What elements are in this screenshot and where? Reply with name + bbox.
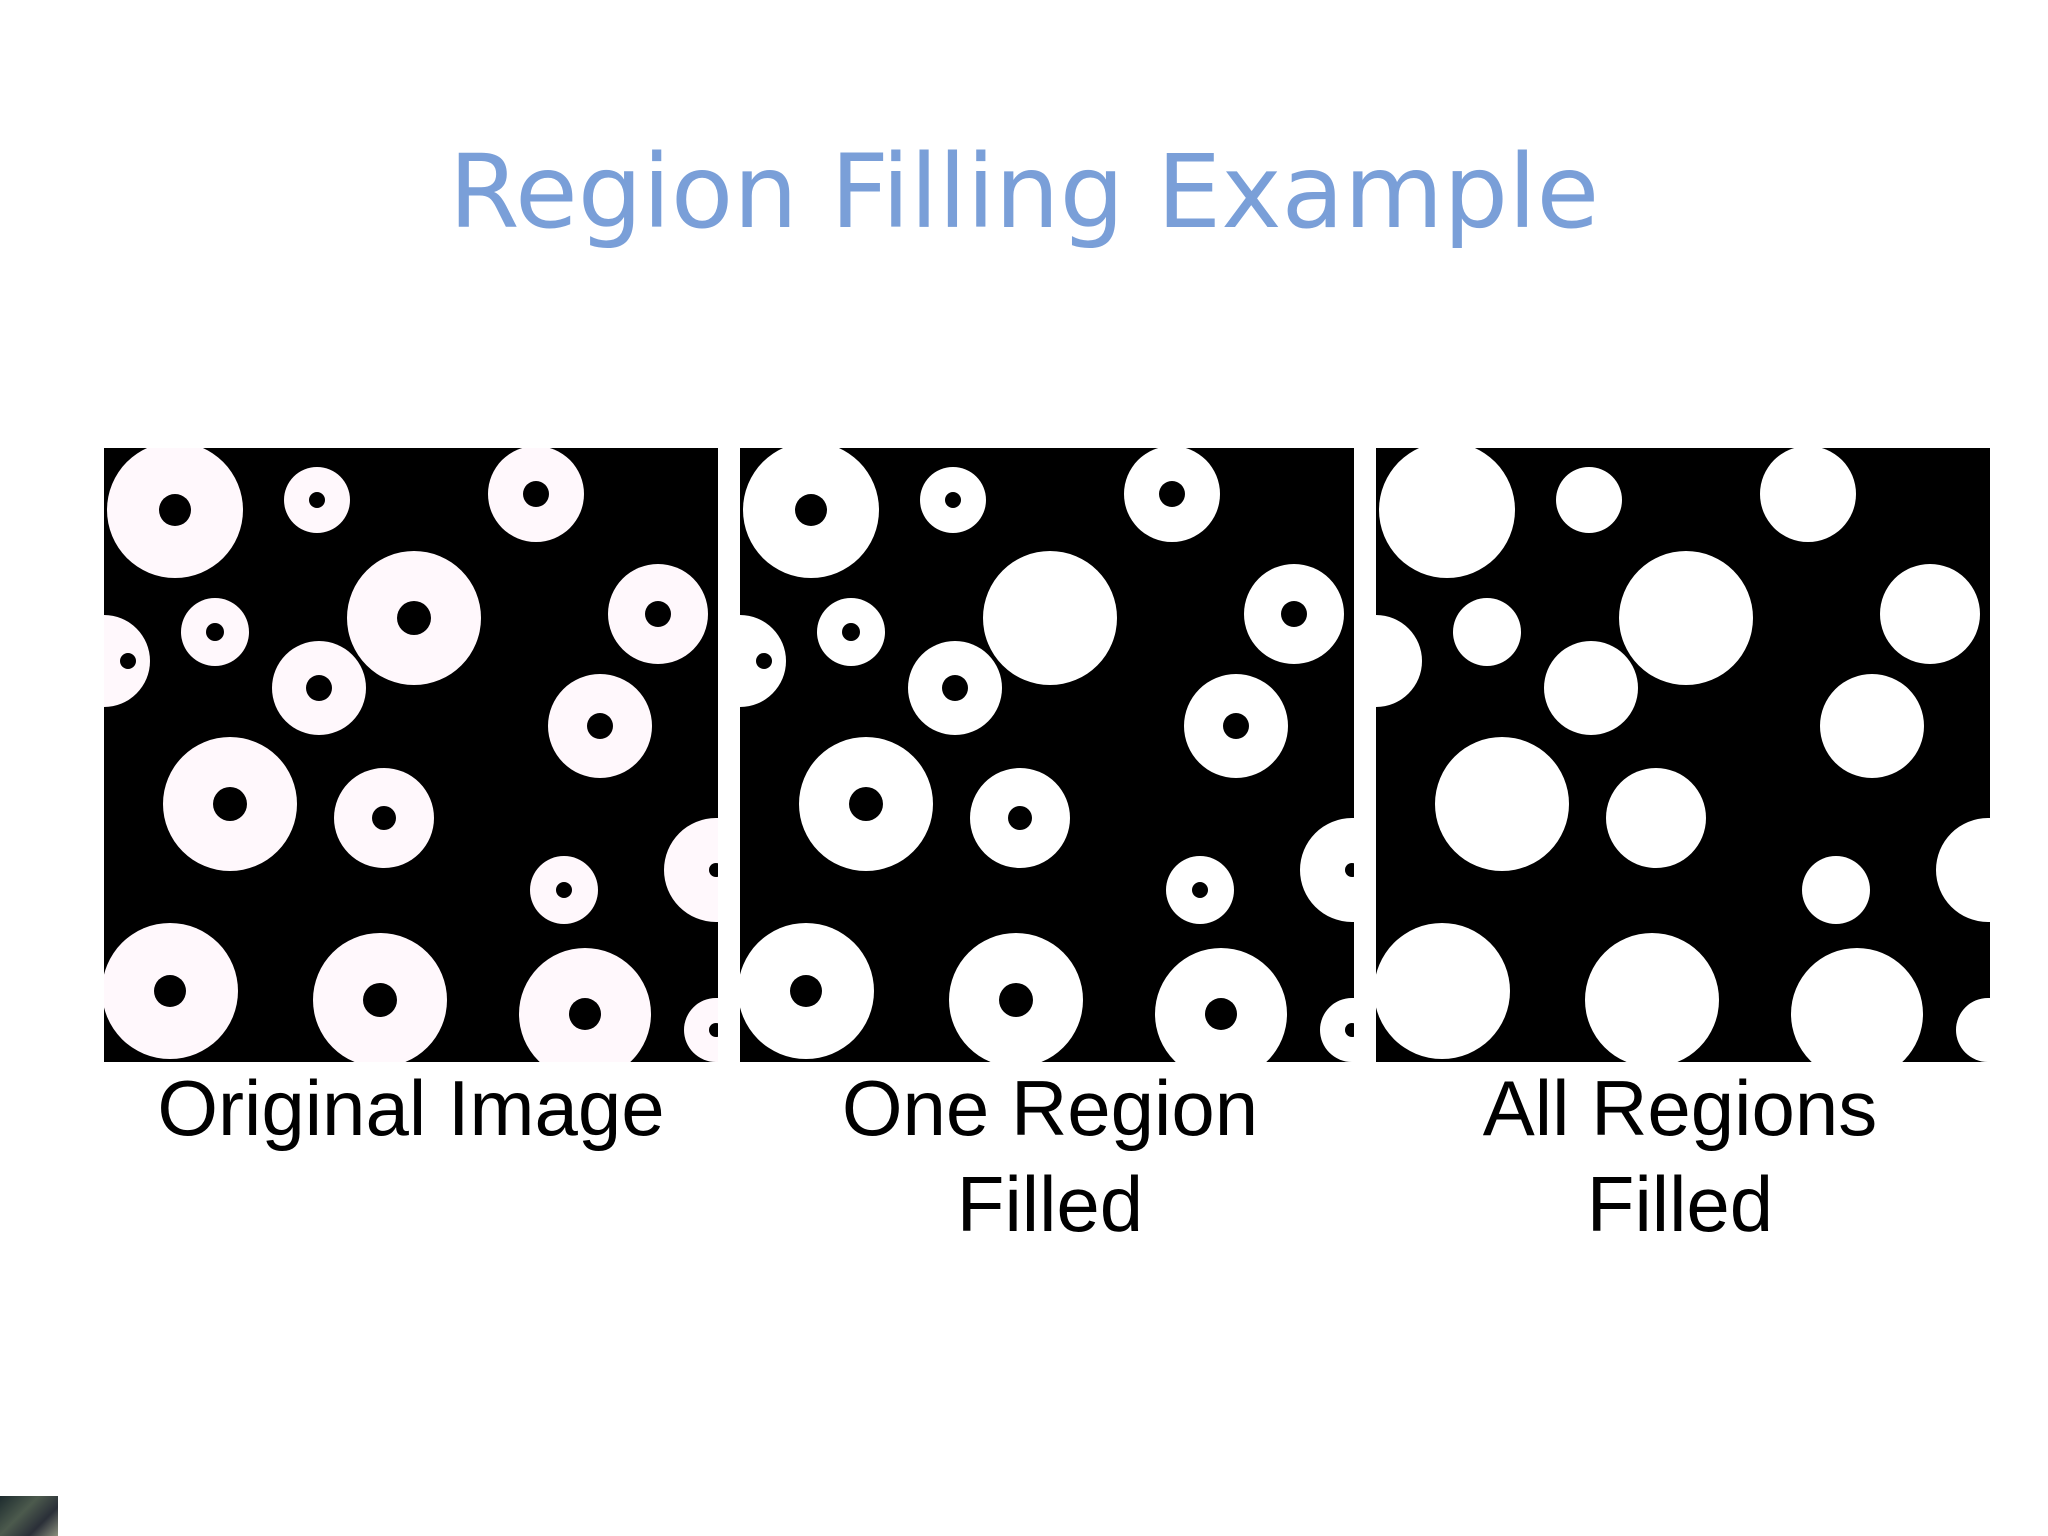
ring-hole bbox=[842, 623, 860, 641]
one-region-filled-panel bbox=[740, 448, 1354, 1062]
ring-hole bbox=[945, 492, 961, 508]
ring-hole bbox=[587, 713, 613, 739]
one-region-filled-image bbox=[740, 448, 1354, 1062]
ring-hole bbox=[1008, 806, 1032, 830]
ring-blob bbox=[664, 818, 718, 922]
all-regions-filled-image bbox=[1376, 448, 1990, 1062]
ring-hole bbox=[1345, 1023, 1354, 1037]
ring-hole bbox=[790, 975, 822, 1007]
ring-hole bbox=[1159, 481, 1185, 507]
ring-hole bbox=[120, 653, 136, 669]
ring-hole bbox=[849, 787, 883, 821]
ring-blob bbox=[1376, 923, 1510, 1059]
ring-blob bbox=[1619, 551, 1753, 685]
ring-blob bbox=[1936, 818, 1990, 922]
original-image-panel bbox=[104, 448, 718, 1062]
ring-blob bbox=[1376, 615, 1422, 707]
ring-hole bbox=[645, 601, 671, 627]
ring-blob bbox=[1820, 674, 1924, 778]
ring-hole bbox=[1281, 601, 1307, 627]
ring-hole bbox=[363, 983, 397, 1017]
original-image bbox=[104, 448, 718, 1062]
ring-blob bbox=[1880, 564, 1980, 664]
ring-hole bbox=[709, 1023, 718, 1037]
caption-original-image: Original Image bbox=[51, 1060, 771, 1156]
ring-hole bbox=[159, 494, 191, 526]
caption-line: Original Image bbox=[157, 1064, 665, 1152]
ring-blob bbox=[1606, 768, 1706, 868]
ring-hole bbox=[756, 653, 772, 669]
ring-hole bbox=[942, 675, 968, 701]
ring-hole bbox=[309, 492, 325, 508]
ring-blob bbox=[1802, 856, 1870, 924]
caption-line: One Region bbox=[841, 1064, 1259, 1152]
caption-all-regions-filled: All Regions Filled bbox=[1320, 1060, 2040, 1252]
ring-hole bbox=[569, 998, 601, 1030]
ring-hole bbox=[709, 863, 718, 877]
ring-hole bbox=[1192, 882, 1208, 898]
ring-hole bbox=[1345, 863, 1354, 877]
ring-hole bbox=[1205, 998, 1237, 1030]
ring-hole bbox=[1223, 713, 1249, 739]
ring-blob bbox=[1300, 818, 1354, 922]
ring-hole bbox=[999, 983, 1033, 1017]
ring-hole bbox=[206, 623, 224, 641]
ring-hole bbox=[306, 675, 332, 701]
caption-line: Filled bbox=[1586, 1160, 1774, 1248]
ring-blob bbox=[1379, 448, 1515, 578]
caption-line: Filled bbox=[956, 1160, 1144, 1248]
ring-hole bbox=[795, 494, 827, 526]
ring-blob bbox=[684, 998, 718, 1062]
caption-line: All Regions bbox=[1482, 1064, 1878, 1152]
ring-blob bbox=[983, 551, 1117, 685]
ring-hole bbox=[397, 601, 431, 635]
ring-hole bbox=[154, 975, 186, 1007]
ring-blob bbox=[1956, 998, 1990, 1062]
slide-title: Region Filling Example bbox=[448, 133, 1600, 252]
ring-blob bbox=[1435, 737, 1569, 871]
ring-blob bbox=[1760, 448, 1856, 542]
ring-hole bbox=[213, 787, 247, 821]
ring-blob bbox=[1585, 933, 1719, 1062]
ring-blob bbox=[1453, 598, 1521, 666]
ring-hole bbox=[523, 481, 549, 507]
ring-blob bbox=[1791, 948, 1923, 1062]
ring-blob bbox=[1544, 641, 1638, 735]
ring-hole bbox=[556, 882, 572, 898]
caption-one-region-filled: One Region Filled bbox=[690, 1060, 1410, 1252]
ring-blob bbox=[1320, 998, 1354, 1062]
all-regions-filled-panel bbox=[1376, 448, 1990, 1062]
ring-hole bbox=[372, 806, 396, 830]
ring-blob bbox=[1556, 467, 1622, 533]
corner-logo bbox=[0, 1496, 58, 1536]
